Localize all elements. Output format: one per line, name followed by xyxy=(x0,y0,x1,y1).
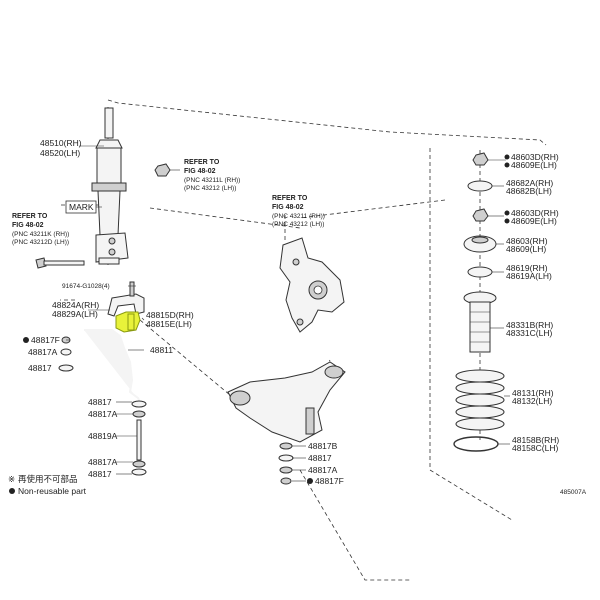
arm-nut-stack xyxy=(278,442,294,485)
label-bracket-rh: 48824A(RH) xyxy=(52,300,99,310)
refer-left-line2: FIG 48-02 xyxy=(12,222,44,229)
legend-bullet-icon xyxy=(9,488,15,494)
refer-left-line4: (PNC 43212D (LH)) xyxy=(12,239,69,246)
legend-reuse-note: 再使用不可部品 xyxy=(18,474,78,484)
refer-knuckle-line4: (PNC 43212 (LH)) xyxy=(272,221,324,228)
figure-code: 485007A xyxy=(560,489,587,496)
legend-asterisk-icon: ※ xyxy=(8,474,15,484)
strut-mount-stack xyxy=(463,152,497,353)
refer-mid-line3: (PNC 43211L (RH)) xyxy=(184,177,240,184)
refer-knuckle-line3: (PNC 43211 (RH)) xyxy=(272,213,325,220)
non-reusable-icon-r3 xyxy=(504,210,510,216)
strut-bolt xyxy=(35,257,85,269)
label-48132-lh: 48132(LH) xyxy=(512,396,552,406)
strut-label-rh: 48510(RH) xyxy=(40,138,82,148)
label-arm-48817: 48817 xyxy=(308,453,332,463)
non-reusable-icon-arm xyxy=(307,478,313,484)
label-nut-f: 48817F xyxy=(31,335,60,345)
label-arm-48817a: 48817A xyxy=(308,465,338,475)
label-stabilizer: 48811 xyxy=(150,345,173,355)
label-arm-48817b: 48817B xyxy=(308,441,338,451)
stabilizer-bracket xyxy=(107,281,145,317)
stabilizer-bushing-highlighted xyxy=(115,311,141,333)
refer-left-line3: (PNC 43211K (RH)) xyxy=(12,231,69,238)
label-48817a-2: 48817A xyxy=(88,409,118,419)
label-48158c-lh: 48158C(LH) xyxy=(512,443,558,453)
label-48817a-1: 48817A xyxy=(28,347,58,357)
stabilizer-nuts xyxy=(58,336,74,372)
label-48619a-lh: 48619A(LH) xyxy=(506,271,552,281)
label-bolt: 91674-G1028(4) xyxy=(62,283,110,290)
refer-mid-line1: REFER TO xyxy=(184,159,220,166)
label-48609e-lh-2: 48609E(LH) xyxy=(511,216,557,226)
label-bracket-lh: 48829A(LH) xyxy=(52,309,98,319)
label-bushing-lh: 48815E(LH) xyxy=(146,319,192,329)
non-reusable-icon-r4 xyxy=(504,218,510,224)
label-48131-rh: 48131(RH) xyxy=(512,388,554,398)
label-48682a-rh: 48682A(RH) xyxy=(506,178,553,188)
label-48603d-rh: 48603D(RH) xyxy=(511,152,559,162)
label-48609-lh: 48609(LH) xyxy=(506,244,546,254)
non-reusable-icon xyxy=(23,337,29,343)
label-48603-rh: 48603(RH) xyxy=(506,236,548,246)
non-reusable-icon-r2 xyxy=(504,162,510,168)
label-48817a-3: 48817A xyxy=(88,457,118,467)
refer-mid-line4: (PNC 43212 (LH)) xyxy=(184,185,236,192)
leader-lines xyxy=(66,145,510,482)
label-48609e-lh: 48609E(LH) xyxy=(511,160,557,170)
label-arm-48817f: 48817F xyxy=(315,476,344,486)
legend: ※ 再使用不可部品 Non-reusable part xyxy=(8,474,87,496)
label-48817-1: 48817 xyxy=(28,363,52,373)
label-48817-3: 48817 xyxy=(88,469,112,479)
strut-nut xyxy=(154,163,171,177)
refer-knuckle-line2: FIG 48-02 xyxy=(272,204,304,211)
label-48619-rh: 48619(RH) xyxy=(506,263,548,273)
label-48603d-rh-2: 48603D(RH) xyxy=(511,208,559,218)
label-link: 48819A xyxy=(88,431,118,441)
label-48682b-lh: 48682B(LH) xyxy=(506,186,552,196)
label-48331b-rh: 48331B(RH) xyxy=(506,320,553,330)
refer-left-line1: REFER TO xyxy=(12,213,48,220)
refer-mid-line2: FIG 48-02 xyxy=(184,168,216,175)
stabilizer-link-stack xyxy=(131,400,147,476)
label-48158b-rh: 48158B(RH) xyxy=(512,435,559,445)
label-bushing-rh: 48815D(RH) xyxy=(146,310,194,320)
strut-label-lh: 48520(LH) xyxy=(40,148,80,158)
label-48331c-lh: 48331C(LH) xyxy=(506,328,552,338)
stabilizer-bar xyxy=(84,329,141,403)
coil-spring xyxy=(455,369,505,431)
non-reusable-icon-r1 xyxy=(504,154,510,160)
refer-knuckle-line1: REFER TO xyxy=(272,195,308,202)
strut-assembly xyxy=(91,107,129,265)
mark-label: MARK xyxy=(69,202,94,212)
steering-knuckle xyxy=(279,237,345,333)
spring-seat xyxy=(453,436,499,452)
legend-non-reusable: Non-reusable part xyxy=(18,486,87,496)
lower-control-arm xyxy=(227,361,346,443)
label-48817-2: 48817 xyxy=(88,397,112,407)
